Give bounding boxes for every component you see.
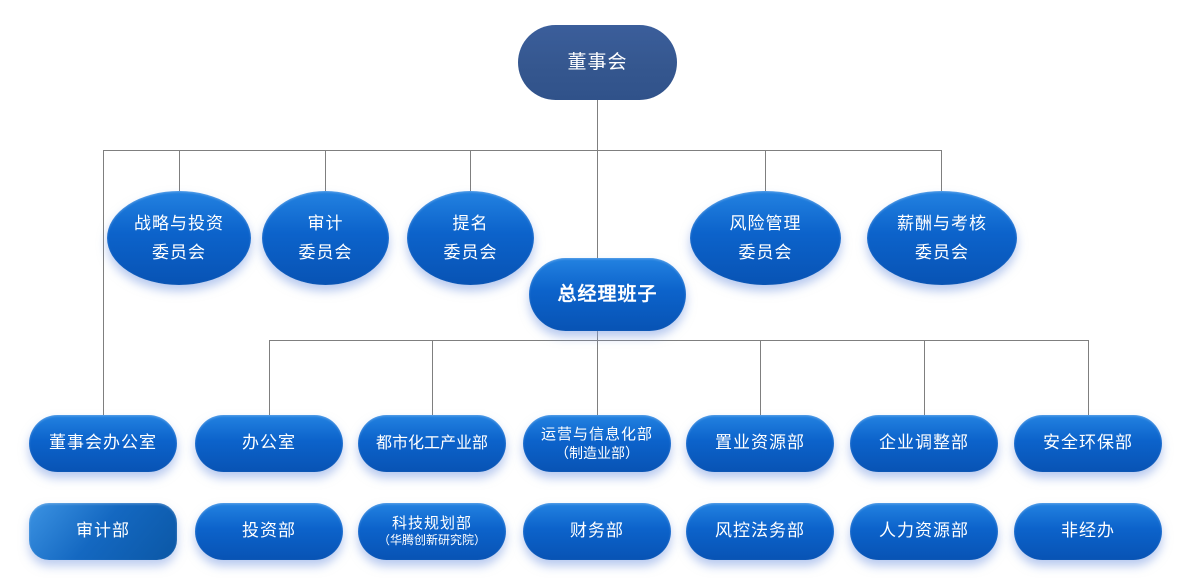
node-label: 非经办 <box>1061 521 1115 541</box>
node-label: 都市化工产业部 <box>375 434 488 452</box>
connector-drop-audit-committee <box>325 150 326 192</box>
connector-level2-horizontal <box>269 340 1088 341</box>
node-label: 总经理班子 <box>557 283 658 305</box>
node-strategy-investment-committee: 战略与投资 委员会 <box>107 191 251 285</box>
node-investment-dept: 投资部 <box>195 503 343 560</box>
node-board-of-directors: 董事会 <box>518 25 677 100</box>
connector-drop-enterprise <box>924 340 925 415</box>
node-label: 委员会 <box>298 243 353 262</box>
connector-drop-safety <box>1088 340 1089 415</box>
node-label: 委员会 <box>443 243 498 262</box>
connector-drop-risk <box>765 150 766 192</box>
node-office: 办公室 <box>195 415 343 472</box>
node-finance-dept: 财务部 <box>523 503 671 560</box>
node-label: 科技规划部 <box>391 514 472 532</box>
node-sublabel: （华腾创新研究院） <box>377 533 486 548</box>
node-operations-informatization-dept: 运营与信息化部 （制造业部） <box>523 415 671 472</box>
connector-left-long-drop <box>103 150 104 415</box>
node-technology-planning-dept: 科技规划部 （华腾创新研究院） <box>358 503 506 560</box>
connector-level1-horizontal <box>103 150 942 151</box>
node-label: 风险管理 <box>729 214 802 233</box>
node-audit-committee: 审计 委员会 <box>262 191 389 285</box>
node-label: 安全环保部 <box>1043 433 1133 453</box>
node-general-manager-team: 总经理班子 <box>529 258 686 331</box>
node-urban-chemical-industry-dept: 都市化工产业部 <box>358 415 506 472</box>
node-label: 提名 <box>452 214 489 233</box>
node-label: 办公室 <box>242 433 296 453</box>
connector-drop-realty <box>760 340 761 415</box>
node-label: 委员会 <box>152 243 206 262</box>
node-label: 薪酬与考核 <box>897 214 987 233</box>
node-label: 置业资源部 <box>715 433 805 453</box>
connector-board-to-gm <box>597 100 598 258</box>
node-label: 董事会 <box>567 51 628 73</box>
node-human-resources-dept: 人力资源部 <box>850 503 998 560</box>
node-label: 委员会 <box>738 243 793 262</box>
node-label: 董事会办公室 <box>49 433 157 453</box>
connector-drop-nomination <box>470 150 471 192</box>
connector-drop-strategy <box>179 150 180 192</box>
connector-drop-urban-chemical <box>432 340 433 415</box>
node-board-office: 董事会办公室 <box>29 415 177 472</box>
node-compensation-assessment-committee: 薪酬与考核 委员会 <box>867 191 1017 285</box>
node-enterprise-adjustment-dept: 企业调整部 <box>850 415 998 472</box>
node-sublabel: （制造业部） <box>555 445 639 462</box>
node-label: 战略与投资 <box>134 214 224 233</box>
node-label: 委员会 <box>915 243 969 262</box>
node-label: 投资部 <box>242 521 296 541</box>
connector-drop-office <box>269 340 270 415</box>
node-label: 审计 <box>307 214 344 233</box>
node-label: 审计部 <box>76 521 130 541</box>
node-label: 人力资源部 <box>879 521 969 541</box>
connector-gm-down <box>597 331 598 415</box>
node-risk-control-legal-dept: 风控法务部 <box>686 503 834 560</box>
node-nomination-committee: 提名 委员会 <box>407 191 534 285</box>
node-risk-management-committee: 风险管理 委员会 <box>690 191 841 285</box>
node-realty-resources-dept: 置业资源部 <box>686 415 834 472</box>
node-label: 企业调整部 <box>879 433 969 453</box>
node-label: 运营与信息化部 <box>540 425 653 443</box>
node-safety-environment-dept: 安全环保部 <box>1014 415 1162 472</box>
connector-drop-compensation <box>941 150 942 192</box>
node-non-operating-office: 非经办 <box>1014 503 1162 560</box>
node-label: 财务部 <box>570 521 624 541</box>
node-audit-dept: 审计部 <box>29 503 177 560</box>
node-label: 风控法务部 <box>715 521 805 541</box>
